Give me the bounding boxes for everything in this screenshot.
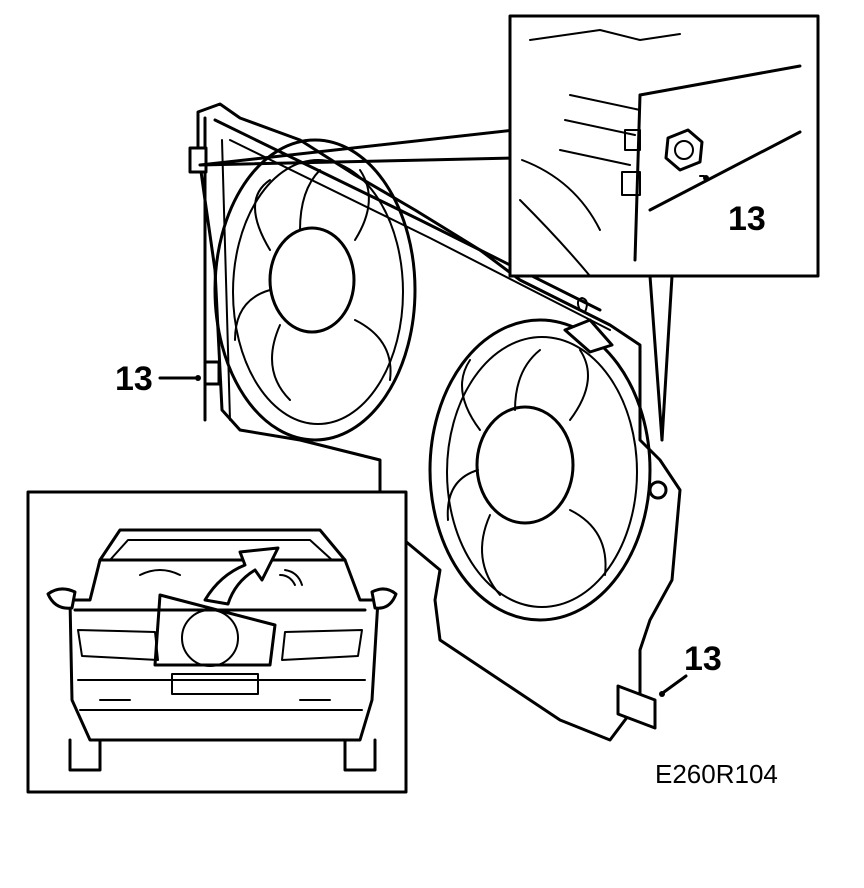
right-mirror [370, 587, 398, 610]
fan-shroud-assembly [188, 102, 682, 742]
hex-bolt-icon [664, 128, 704, 172]
bottom-right-tab [616, 684, 657, 730]
direction-arrow-icon [203, 546, 280, 606]
top-left-tab [188, 146, 208, 174]
detail-leader-side [648, 274, 674, 442]
car-location-inset [26, 490, 408, 794]
car-inset-frame [26, 490, 408, 794]
detail-inset: 13 [508, 14, 820, 278]
right-bolt [648, 480, 668, 500]
detail-leader-top [198, 128, 517, 167]
left-callout-label: 13 [115, 360, 153, 398]
detail-inset-frame [508, 14, 820, 278]
bottom-right-callout: 13 [659, 640, 722, 697]
figure-code: E260R104 [655, 759, 778, 789]
left-tab [203, 360, 221, 386]
left-mirror [46, 587, 77, 610]
left-callout: 13 [115, 360, 201, 398]
right-fan [428, 318, 652, 622]
left-fan [213, 138, 417, 442]
detail-callout-label: 13 [728, 200, 766, 238]
bottom-right-callout-label: 13 [684, 640, 722, 678]
